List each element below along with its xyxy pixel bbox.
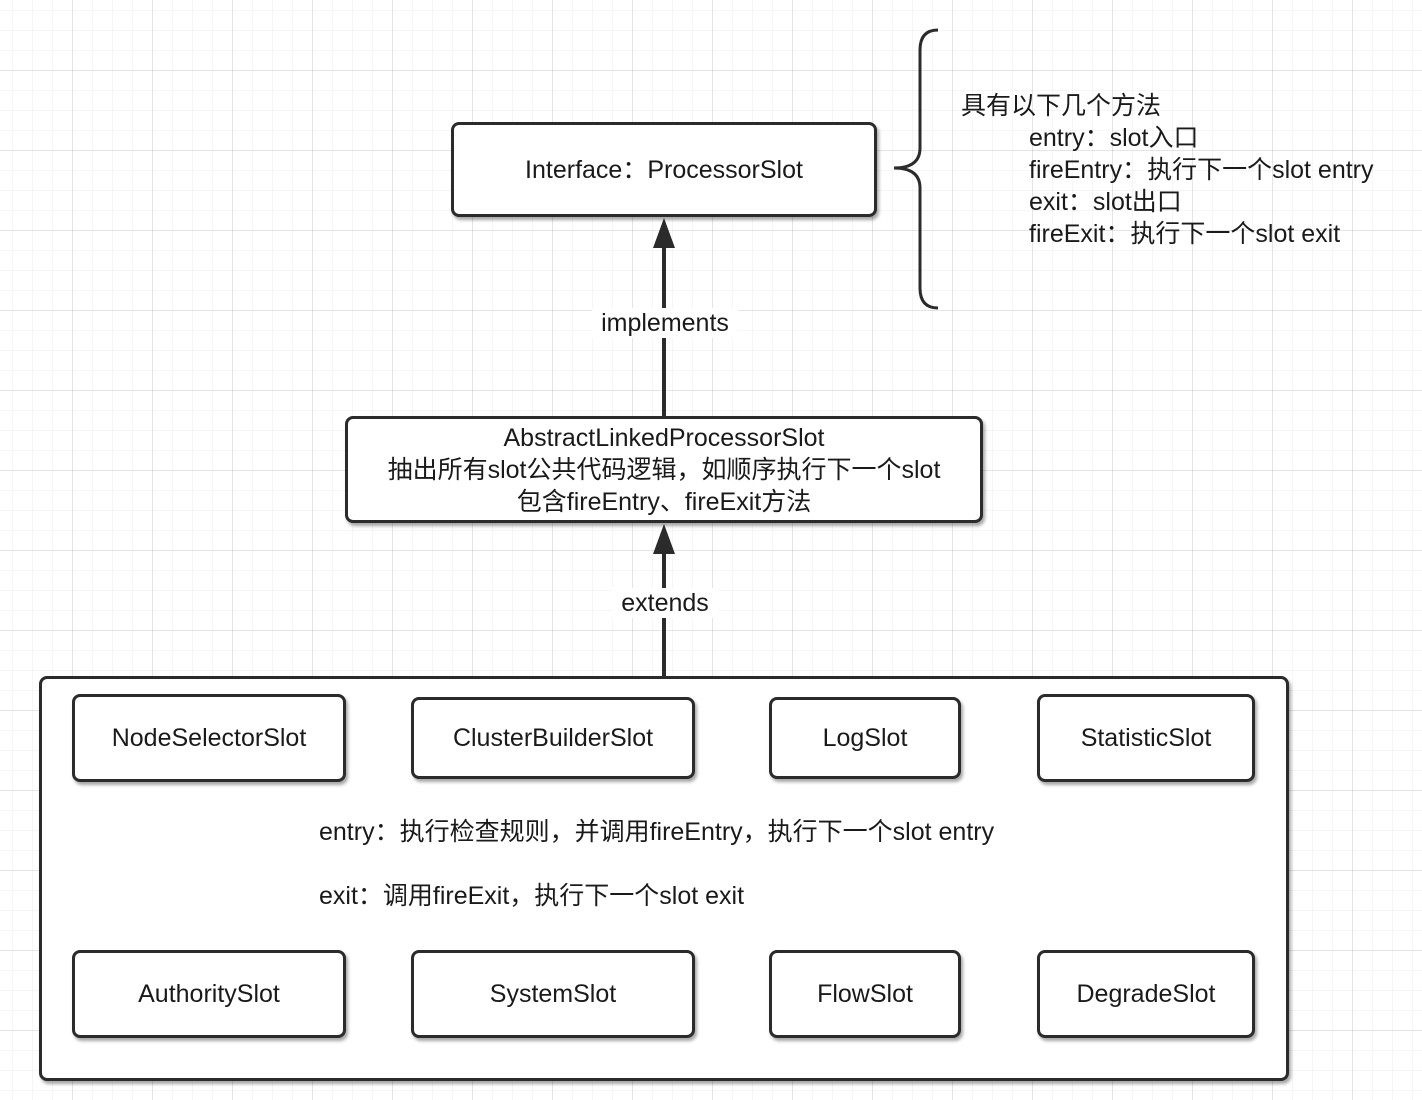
slot-flow[interactable]: FlowSlot [769, 950, 961, 1038]
slot-degrade[interactable]: DegradeSlot [1037, 950, 1255, 1038]
interface-processorslot-box[interactable]: Interface：ProcessorSlot [451, 122, 877, 217]
extends-arrowhead [653, 524, 675, 554]
methods-note-item: fireExit：执行下一个slot exit [1029, 220, 1341, 248]
curly-brace [893, 28, 939, 310]
abstract-box-title: AbstractLinkedProcessorSlot [503, 423, 825, 452]
slot-label: NodeSelectorSlot [111, 724, 307, 752]
slot-authority[interactable]: AuthoritySlot [72, 950, 346, 1038]
implements-label: implements [592, 308, 738, 338]
slot-label: LogSlot [822, 724, 908, 752]
slot-entry-note: entry：执行检查规则，并调用fireEntry，执行下一个slot entr… [319, 818, 995, 846]
slot-statistic[interactable]: StatisticSlot [1037, 694, 1255, 782]
slot-label: StatisticSlot [1080, 724, 1212, 752]
abstract-box-description: 抽出所有slot公共代码逻辑，如顺序执行下一个slot [387, 455, 941, 484]
slot-exit-note: exit：调用fireExit，执行下一个slot exit [319, 882, 745, 910]
implements-arrowhead [653, 218, 675, 248]
slot-label: SystemSlot [489, 980, 617, 1008]
slot-system[interactable]: SystemSlot [411, 950, 695, 1038]
slot-label: AuthoritySlot [138, 980, 280, 1008]
slot-label: DegradeSlot [1076, 980, 1216, 1008]
methods-note-item: fireEntry：执行下一个slot entry [1029, 156, 1374, 184]
methods-note: 具有以下几个方法 entry：slot入口 fireEntry：执行下一个slo… [961, 90, 1374, 250]
slot-log[interactable]: LogSlot [769, 697, 961, 779]
methods-note-item: entry：slot入口 [1029, 124, 1199, 152]
slot-label: ClusterBuilderSlot [452, 724, 654, 752]
methods-note-item: exit：slot出口 [1029, 188, 1182, 216]
slot-label: FlowSlot [817, 980, 913, 1008]
abstract-linked-processorslot-box[interactable]: AbstractLinkedProcessorSlot 抽出所有slot公共代码… [345, 416, 983, 523]
extends-label: extends [612, 588, 718, 618]
slot-cluster-builder[interactable]: ClusterBuilderSlot [411, 697, 695, 779]
abstract-box-methods: 包含fireEntry、fireExit方法 [516, 487, 812, 516]
methods-note-heading: 具有以下几个方法 [961, 92, 1162, 120]
slot-node-selector[interactable]: NodeSelectorSlot [72, 694, 346, 782]
interface-box-label: Interface：ProcessorSlot [525, 155, 803, 184]
